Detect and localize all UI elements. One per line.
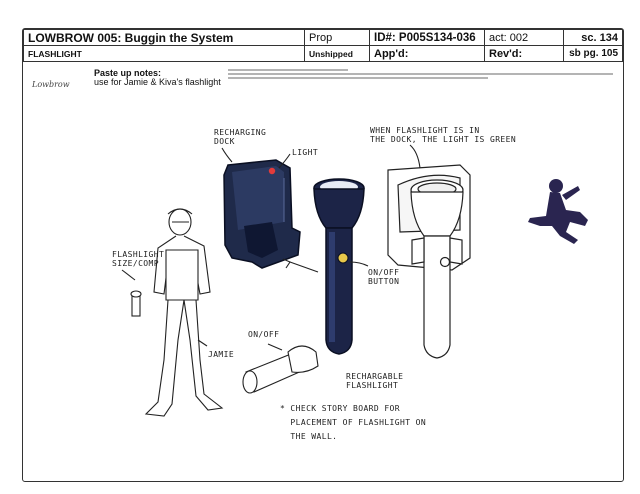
dark-flashlight-drawing xyxy=(313,178,365,355)
scene-number: sc. 134 xyxy=(563,29,623,46)
title-block: LOWBROW 005: Buggin the System Prop ID#:… xyxy=(23,29,623,62)
act-number: act: 002 xyxy=(484,29,564,46)
notes-text: use for Jamie & Kiva's flashlight xyxy=(94,77,221,87)
fine-print-lines xyxy=(228,69,613,79)
green-light-note: WHEN FLASHLIGHT IS IN THE DOCK, THE LIGH… xyxy=(370,126,517,144)
docked-flashlight-drawing xyxy=(387,164,471,359)
light-label: LIGHT xyxy=(292,148,319,157)
model-sheet-frame xyxy=(22,28,624,482)
asset-name: FLASHLIGHT xyxy=(23,45,305,62)
lowbrow-logo-stamp: Lowbrow xyxy=(32,80,70,89)
notes-title: Paste up notes: xyxy=(94,68,162,78)
dock-label: RECHARGING DOCK xyxy=(214,128,267,146)
revised-field: Rev'd: xyxy=(484,45,564,62)
storyboard-page: sb pg. 105 xyxy=(563,45,623,62)
asset-id: ID#: P005S134-036 xyxy=(369,29,485,46)
recharging-dock-drawing xyxy=(223,159,301,269)
annotation-arrows xyxy=(121,144,421,351)
approved-field: App'd: xyxy=(369,45,485,62)
jamie-character-drawing xyxy=(130,208,224,417)
storyboard-placement-note: * CHECK STORY BOARD FOR PLACEMENT OF FLA… xyxy=(280,404,427,441)
copyright-fine-print xyxy=(228,68,613,84)
jamie-label: JAMIE xyxy=(208,350,235,359)
ship-status: Unshipped xyxy=(304,45,370,62)
rechargeable-flashlight-label: RECHARGABLE FLASHLIGHT xyxy=(346,372,404,390)
kiva-silhouette-logo xyxy=(528,179,588,244)
size-comp-label: FLASHLIGHT SIZE/COMP xyxy=(112,250,165,268)
hand-with-flashlight-drawing xyxy=(242,345,319,394)
on-off-label: ON/OFF xyxy=(248,330,280,339)
on-off-button-label: ON/OFF BUTTON xyxy=(368,268,400,286)
paste-up-notes: Lowbrow Paste up notes: use for Jamie & … xyxy=(30,66,615,92)
